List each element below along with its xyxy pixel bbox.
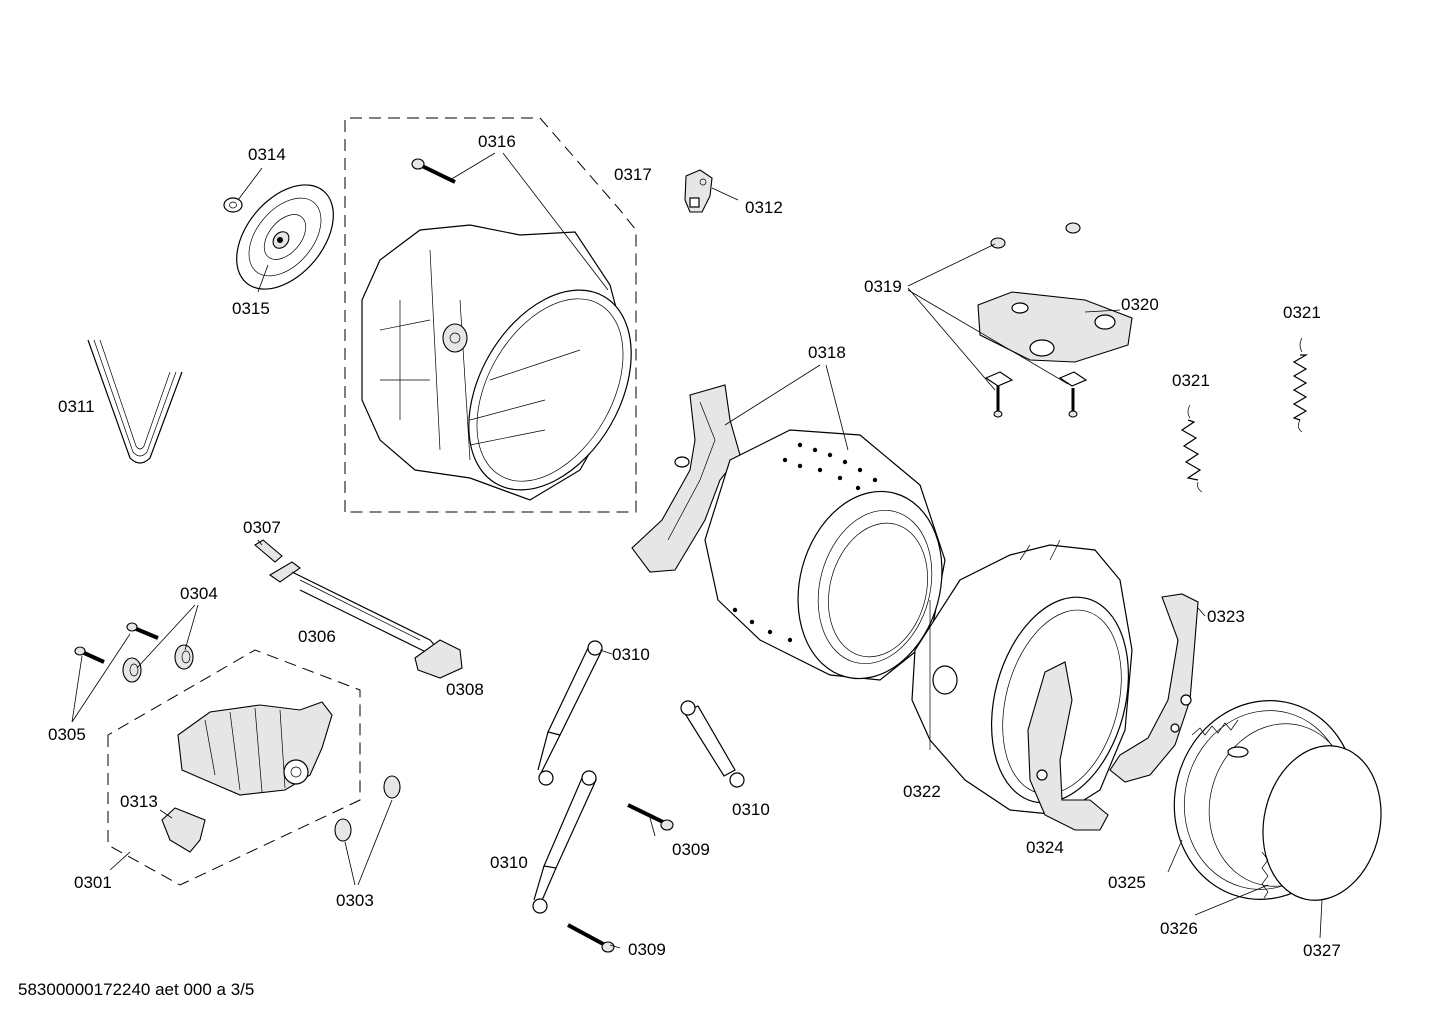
label-0316: 0316	[478, 132, 516, 151]
label-0306: 0306	[298, 627, 336, 646]
label-0309-bottom: 0309	[628, 940, 666, 959]
hinge-bracket-part	[1027, 661, 1109, 831]
damper-bushing-part	[334, 775, 401, 842]
label-0324: 0324	[1026, 838, 1064, 857]
motor-bracket-part	[161, 807, 206, 853]
rear-tub-group-box	[344, 117, 637, 513]
label-0315: 0315	[232, 299, 270, 318]
hose-connector-part	[254, 539, 283, 563]
label-0312: 0312	[745, 198, 783, 217]
motor-part	[177, 701, 333, 796]
pulley-nut-part	[223, 197, 243, 213]
label-0310-bottom: 0310	[490, 853, 528, 872]
part-labels: 0314 0315 0316 0317 0312 0311 0318 0319 …	[48, 132, 1341, 960]
label-0307: 0307	[243, 518, 281, 537]
drive-belt-part	[87, 339, 183, 464]
drum-part	[704, 429, 946, 681]
label-0314: 0314	[248, 145, 286, 164]
label-0309-top: 0309	[672, 840, 710, 859]
carbon-brush-part	[122, 644, 194, 683]
label-0303: 0303	[336, 891, 374, 910]
label-0327: 0327	[1303, 941, 1341, 960]
seal-spring-part	[1191, 719, 1269, 899]
fixing-nut-part	[990, 222, 1081, 249]
spring-part-left	[1180, 404, 1203, 493]
heating-element-part	[268, 561, 437, 656]
drawing-reference-footer: 58300000172240 aet 000 a 3/5	[18, 980, 255, 999]
leader-lines	[71, 152, 1323, 949]
label-0310-right: 0310	[732, 800, 770, 819]
motor-group-box	[107, 649, 361, 886]
label-0317: 0317	[614, 165, 652, 184]
rear-tub-part	[361, 224, 632, 501]
label-0321-right: 0321	[1283, 303, 1321, 322]
label-0322: 0322	[903, 782, 941, 801]
motor-screw-part	[74, 622, 159, 664]
label-0320: 0320	[1121, 295, 1159, 314]
shock-absorber-part-bottom	[532, 770, 597, 914]
spring-part-right	[1292, 337, 1309, 433]
counterweight-part	[977, 291, 1133, 363]
label-0326: 0326	[1160, 919, 1198, 938]
label-0323: 0323	[1207, 607, 1245, 626]
pulley-part	[236, 184, 334, 290]
label-0304: 0304	[180, 584, 218, 603]
front-counterweight-part	[1109, 593, 1199, 783]
label-0301: 0301	[74, 873, 112, 892]
label-0325: 0325	[1108, 873, 1146, 892]
shock-absorber-part-top	[537, 640, 603, 786]
label-0305: 0305	[48, 725, 86, 744]
fixing-bolt-part	[984, 371, 1088, 418]
label-0310-top: 0310	[612, 645, 650, 664]
label-0313: 0313	[120, 792, 158, 811]
label-0308: 0308	[446, 680, 484, 699]
tub-screw-part	[411, 158, 456, 184]
clamping-ring-part	[1262, 745, 1382, 901]
clip-part	[684, 169, 713, 213]
temperature-sensor-part	[414, 639, 463, 679]
label-0318: 0318	[808, 343, 846, 362]
label-0311: 0311	[58, 397, 95, 416]
damper-bolt-part	[567, 803, 674, 953]
drum-spider-part	[631, 384, 741, 573]
shock-absorber-part-right	[680, 700, 745, 788]
label-0319: 0319	[864, 277, 902, 296]
label-0321-left: 0321	[1172, 371, 1210, 390]
